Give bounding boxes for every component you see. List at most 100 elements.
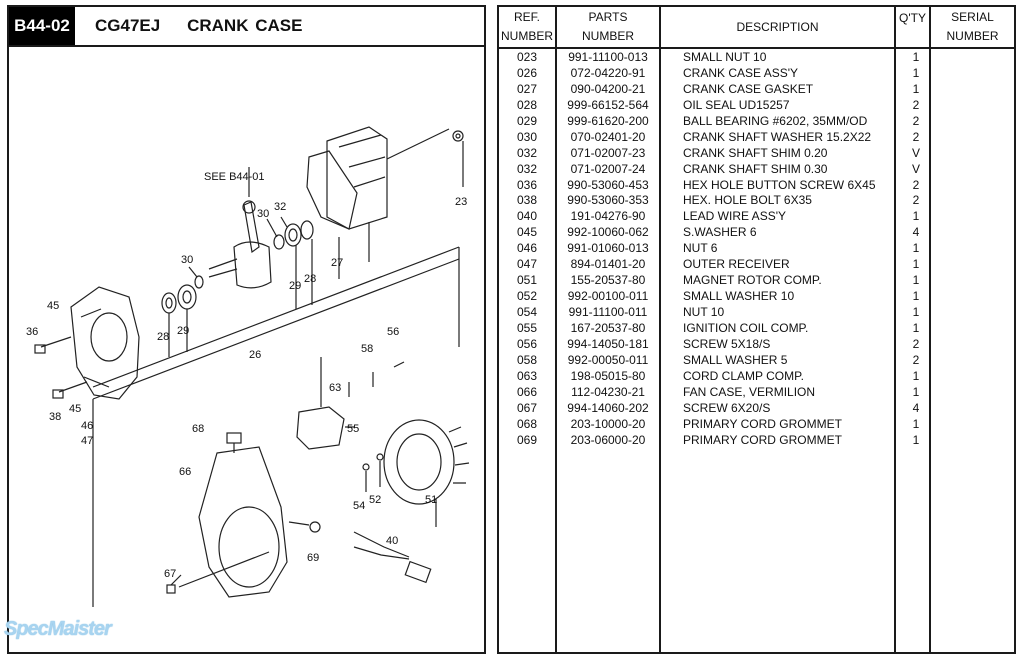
qty-cell: 1 [912,81,920,96]
ignition-coil-drawing [296,357,405,450]
ref-cell: 066 [516,384,538,399]
header-description: DESCRIPTION [661,7,894,47]
ref-cell: 029 [516,113,538,128]
part-number-cell: 070-02401-20 [570,129,646,144]
callout-47: 47 [81,435,93,447]
ref-cell: 056 [516,336,538,351]
part-number-cell: 992-00100-011 [567,289,649,304]
description-cell: PRIMARY CORD GROMMET [683,416,842,431]
crankshaft-drawing [208,167,272,289]
callout-29-lower: 29 [177,325,189,337]
callout-40: 40 [386,535,398,547]
part-number-cell: 990-53060-353 [567,193,649,208]
description-cell: LEAD WIRE ASS'Y [683,209,786,224]
header-divider [499,47,1014,49]
description-cell: SMALL WASHER 5 [683,352,788,367]
callout-28-lower: 28 [157,331,169,343]
header-serial-line1: SERIAL [951,10,994,24]
column-divider [659,7,661,652]
description-cell: NUT 10 [683,305,725,319]
header-ref-number: REF. NUMBER [499,7,555,47]
crank-case-right-drawing [306,126,450,230]
qty-cell: 1 [912,305,920,319]
description-cell: CORD CLAMP COMP. [683,368,804,383]
ref-cell: 063 [516,368,538,383]
callout-54: 54 [353,500,365,512]
header-ref-line1: REF. [513,10,540,24]
parts-table: REF. NUMBER PARTS NUMBER DESCRIPTION Q'T… [497,5,1016,654]
part-number-cell: 203-06000-20 [570,432,646,447]
part-number-cell: 991-11100-013 [568,50,648,64]
part-number-cell: 191-04276-90 [570,209,646,224]
ref-cell: 068 [516,416,538,431]
ref-cell: 051 [516,273,538,288]
ref-cell: 046 [516,241,538,256]
qty-cell: 2 [912,336,920,351]
part-number-cell: 072-04220-91 [570,65,646,80]
qty-cell: 1 [912,368,920,383]
callout-68: 68 [192,423,204,435]
ref-cell: 036 [516,177,538,192]
callout-45-lower: 45 [69,403,81,415]
qty-cell: 4 [912,400,920,415]
description-cell: IGNITION COIL COMP. [683,320,809,335]
part-number-cell: 155-20537-80 [570,273,646,288]
qty-cell: 1 [912,432,920,447]
description-cell: CRANK SHAFT WASHER 15.2X22 [683,129,872,144]
qty-cell: 1 [912,384,920,399]
callout-38: 38 [49,411,61,423]
exploded-parts-diagram: SEE B44-01 23 30 32 27 28 29 30 45 36 28… [9,47,484,652]
callout-28-upper: 28 [304,273,316,285]
qty-cell: 2 [912,129,920,144]
callout-69: 69 [307,552,319,564]
ref-cell: 032 [516,145,538,160]
header-parts-number: PARTS NUMBER [557,7,659,47]
part-number-cell: 994-14050-181 [567,336,649,351]
ref-cell: 030 [516,129,538,144]
header-description-label: DESCRIPTION [736,19,819,34]
part-number-cell: 167-20537-80 [570,320,646,335]
callout-36: 36 [26,326,38,338]
header-qty-label: Q'TY [899,11,926,25]
qty-cell: V [911,145,920,160]
callout-30-upper: 30 [257,208,269,220]
callout-63: 63 [329,382,341,394]
page-title: CG47EJ CRANK CASE [95,16,303,35]
qty-cell: V [911,161,920,176]
description-cell: FAN CASE, VERMILION [683,384,816,399]
magnet-rotor-drawing [362,419,470,527]
qty-cell: 2 [912,193,920,208]
upper-bearing-set-drawing [266,216,370,309]
ref-cell: 038 [516,193,538,208]
ref-cell: 058 [516,352,538,367]
lead-wire-drawing [353,531,432,584]
qty-cell: 1 [912,50,920,64]
description-cell: MAGNET ROTOR COMP. [683,273,822,288]
header-parts-line2: NUMBER [581,29,634,43]
callout-52: 52 [369,494,381,506]
see-reference-label: SEE B44-01 [204,171,265,183]
qty-cell: 1 [912,273,920,288]
description-cell: SMALL WASHER 10 [683,289,795,304]
description-cell: CRANK CASE ASS'Y [683,65,798,80]
part-number-cell: 203-10000-20 [570,416,646,431]
description-cell: CRANK CASE GASKET [683,81,814,96]
description-cell: PRIMARY CORD GROMMET [683,432,842,447]
watermark-logo: SpecMaister [4,618,112,640]
callout-27: 27 [331,257,343,269]
part-number-cell: 999-66152-564 [567,97,649,112]
callout-32: 32 [274,201,286,213]
